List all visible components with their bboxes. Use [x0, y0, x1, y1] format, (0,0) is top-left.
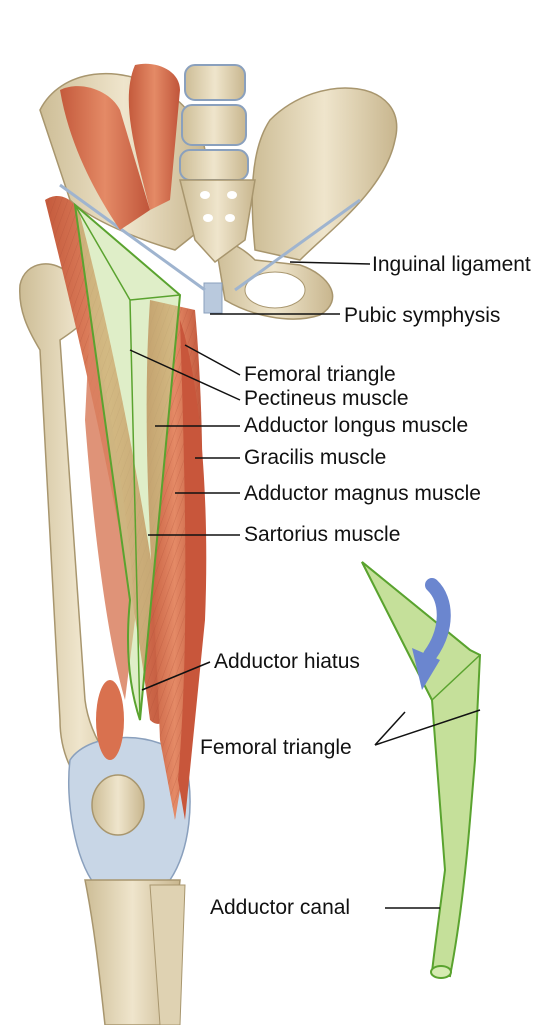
flow-arrow-icon — [412, 578, 451, 690]
label-inguinal-ligament: Inguinal ligament — [372, 253, 531, 276]
label-adductor-magnus-muscle: Adductor magnus muscle — [244, 482, 481, 505]
label-pubic-symphysis: Pubic symphysis — [344, 304, 501, 327]
label-pectineus-muscle: Pectineus muscle — [244, 387, 409, 410]
pubic-symphysis-structure — [59, 183, 361, 314]
label-adductor-longus-muscle: Adductor longus muscle — [244, 414, 469, 437]
label-gracilis-muscle: Gracilis muscle — [244, 446, 387, 469]
adductor-canal-inset — [361, 561, 482, 979]
label-femoral-triangle-inset: Femoral triangle — [200, 736, 352, 759]
inguinal-ligament — [59, 183, 206, 292]
label-adductor-hiatus: Adductor hiatus — [214, 650, 360, 673]
knee — [67, 736, 191, 1025]
label-adductor-canal: Adductor canal — [210, 896, 351, 919]
femoral-triangle-overlay — [73, 202, 182, 721]
label-sartorius-muscle: Sartorius muscle — [244, 523, 401, 546]
leader-lines — [129, 261, 481, 909]
label-femoral-triangle: Femoral triangle — [244, 363, 396, 386]
vertebral-column — [179, 64, 256, 264]
